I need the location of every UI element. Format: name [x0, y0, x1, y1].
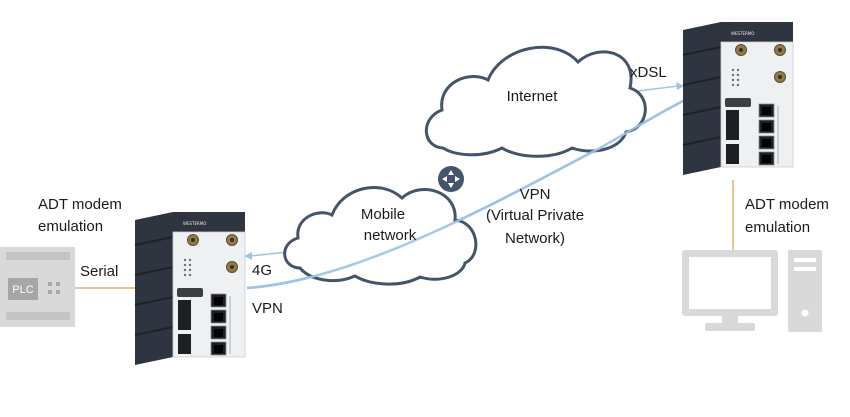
four-g-label: 4G — [252, 262, 272, 279]
network-router-icon — [438, 166, 464, 192]
right-router-device-icon: WESTERMO — [683, 22, 793, 175]
four-g-link — [249, 251, 289, 257]
adt-right-label-line1: ADT modem — [745, 196, 829, 213]
plc-label: PLC — [12, 284, 33, 296]
computer-icon — [682, 250, 822, 332]
internet-label: Internet — [507, 88, 559, 105]
mobile-network-label-line1: Mobile — [361, 206, 405, 223]
left-router-device-icon: WESTERMO — [135, 212, 245, 365]
vpn-tunnel-overlay — [246, 98, 686, 290]
xdsl-arrow-right — [676, 82, 684, 90]
mobile-network-label-line2: network — [364, 227, 417, 244]
left-router-brand: WESTERMO — [183, 221, 206, 226]
adt-left-label-line1: ADT modem — [38, 196, 122, 213]
adt-right-label-line2: emulation — [745, 219, 810, 236]
vpn-center-label-line1: VPN — [520, 186, 551, 203]
internet-cloud-icon — [424, 45, 647, 158]
serial-label: Serial — [80, 263, 118, 280]
xdsl-label: xDSL — [630, 64, 667, 81]
four-g-arrow-left — [244, 252, 252, 260]
plc-icon: PLC — [0, 247, 75, 327]
vpn-center-label-line3: Network) — [505, 230, 565, 247]
vpn-center-label-line2: (Virtual Private — [486, 207, 584, 224]
adt-left-label-line2: emulation — [38, 218, 103, 235]
right-router-brand: WESTERMO — [731, 31, 754, 36]
mobile-network-cloud-icon — [283, 186, 478, 286]
vpn-left-label: VPN — [252, 300, 283, 317]
